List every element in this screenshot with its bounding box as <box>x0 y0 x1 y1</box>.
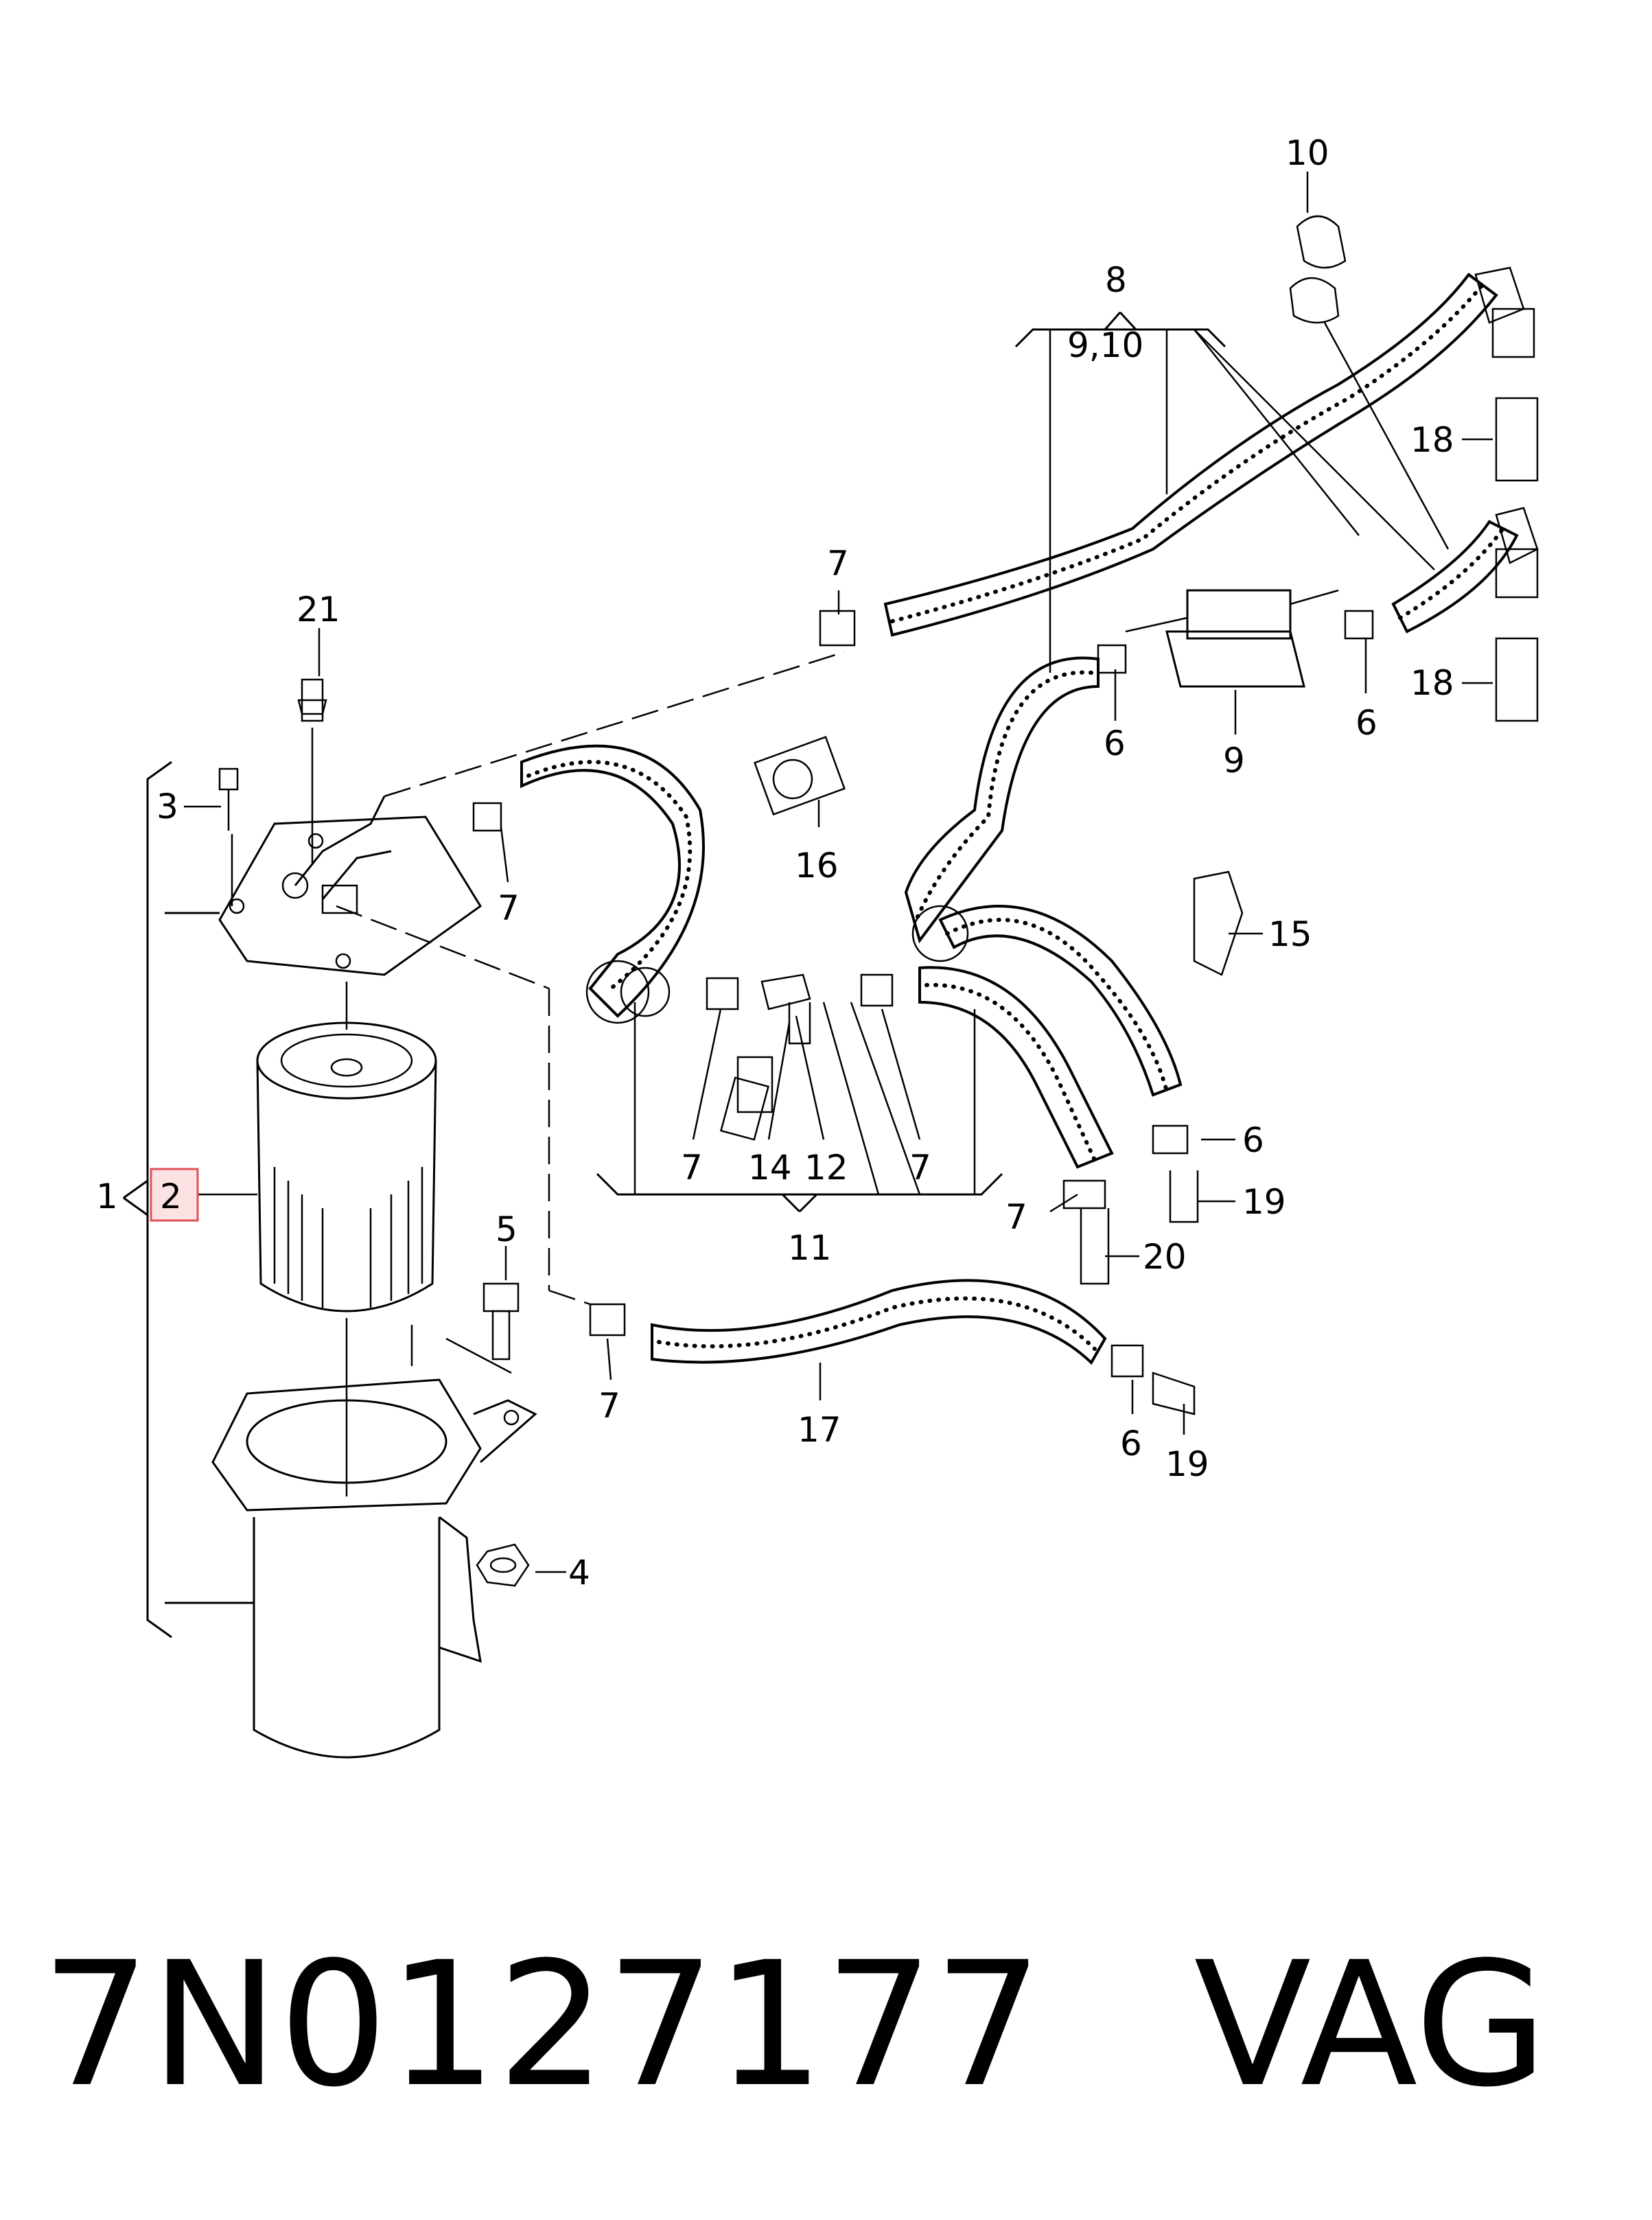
screw-3 <box>218 767 239 906</box>
callout-6d: 6 <box>1120 1424 1142 1464</box>
callout-12: 12 <box>804 1148 848 1188</box>
callout-4: 4 <box>568 1553 590 1593</box>
filter-element-2 <box>256 1021 437 1496</box>
bracket-15 <box>1193 870 1244 976</box>
callout-labels: 1 2 3 4 5 6 6 6 6 7 7 7 7 7 7 8 9,10 9 1… <box>96 133 1454 1593</box>
callout-6a: 6 <box>1104 724 1126 763</box>
callout-1: 1 <box>96 1177 118 1216</box>
sender-14 <box>719 1056 773 1141</box>
part-number: 7N0127177 <box>41 1925 1043 2125</box>
callout-7a: 7 <box>827 544 849 583</box>
callout-14: 14 <box>748 1148 792 1188</box>
callout-7b: 7 <box>498 888 520 928</box>
bolt-5 <box>482 1282 520 1361</box>
callout-17: 17 <box>798 1410 841 1450</box>
callout-11: 11 <box>788 1228 832 1268</box>
callout-5: 5 <box>496 1210 517 1249</box>
fuel-filter-exploded-diagram: 1 2 3 4 5 6 6 6 6 7 7 7 7 7 7 8 9,10 9 1… <box>96 133 1539 1759</box>
callout-19a: 19 <box>1242 1182 1286 1222</box>
callout-7c: 7 <box>681 1148 703 1188</box>
callout-21: 21 <box>296 590 340 629</box>
callout-10: 10 <box>1285 133 1329 173</box>
callout-20: 20 <box>1143 1237 1187 1277</box>
callout-6b: 6 <box>1356 703 1377 743</box>
filter-housing <box>211 1325 537 1759</box>
callout-7e: 7 <box>1005 1197 1027 1237</box>
callout-2-highlight <box>150 1168 199 1222</box>
callout-9: 9 <box>1223 741 1245 781</box>
callout-7d: 7 <box>909 1148 931 1188</box>
callout-19b: 19 <box>1165 1444 1209 1484</box>
clip-10 <box>1289 215 1347 324</box>
callout-6c: 6 <box>1242 1120 1264 1160</box>
callout-2: 2 <box>160 1177 182 1216</box>
callout-7f: 7 <box>598 1386 620 1426</box>
hose-return <box>904 656 1199 1223</box>
filter-lid <box>218 796 482 1030</box>
assembly-1-bracket <box>123 761 254 1639</box>
nut-4 <box>476 1543 530 1587</box>
hose-17 <box>589 1279 1196 1415</box>
callout-18b: 18 <box>1410 663 1454 703</box>
callout-8-sub: 9,10 <box>1067 325 1143 365</box>
hose-top <box>819 266 1539 722</box>
connector-16 <box>754 735 846 816</box>
callout-3: 3 <box>156 787 178 826</box>
brand-name: VAG <box>1194 1925 1548 2125</box>
bracket-11 <box>596 1002 1003 1213</box>
part-number-footer: 7N0127177 VAG <box>41 1922 1620 2128</box>
valve-9 <box>1097 589 1374 688</box>
leader-dashes <box>336 651 845 1306</box>
callout-18a: 18 <box>1410 420 1454 460</box>
callout-16: 16 <box>795 846 839 886</box>
hose-group-11 <box>472 744 1114 1285</box>
callout-15: 15 <box>1268 914 1312 954</box>
bleed-screw-21 <box>297 678 327 865</box>
callout-leaders <box>184 172 1493 1573</box>
callout-8: 8 <box>1105 260 1127 300</box>
bracket-8 <box>1014 311 1450 673</box>
